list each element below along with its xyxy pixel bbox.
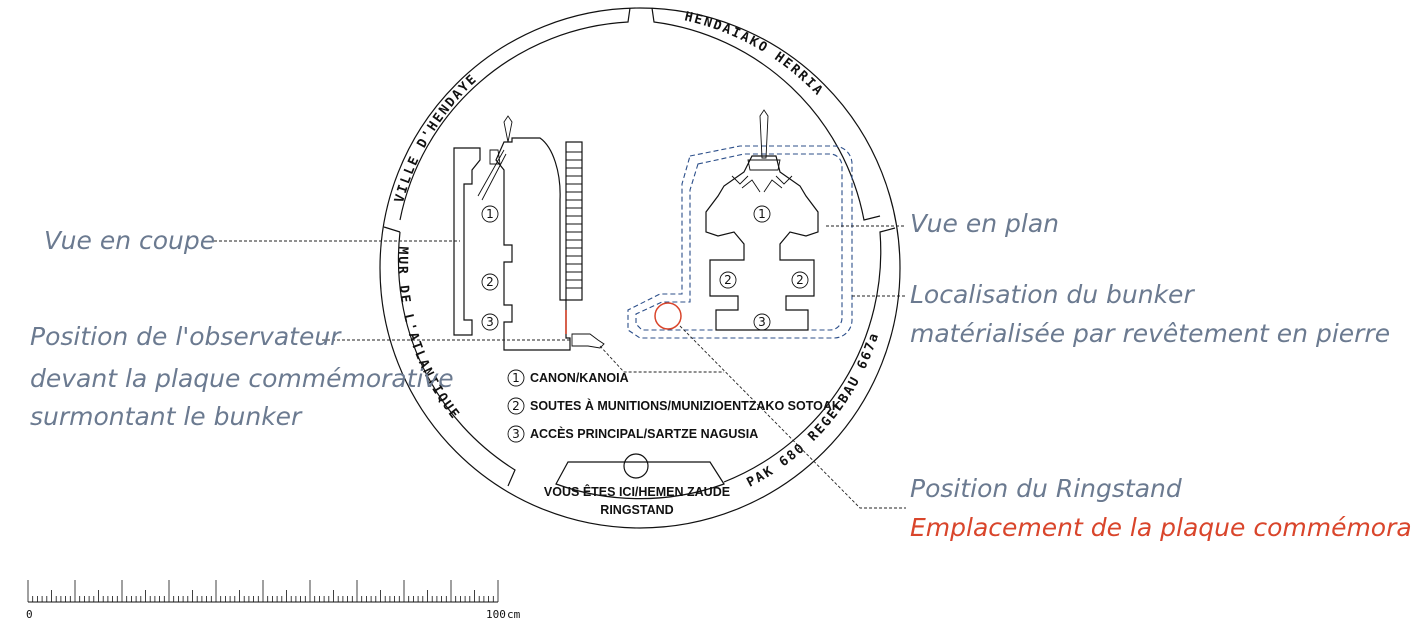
svg-text:2: 2 bbox=[512, 399, 520, 413]
svg-text:2: 2 bbox=[724, 273, 732, 287]
ring-band-top-right bbox=[651, 7, 881, 221]
legend-item-soutes: SOUTES À MUNITIONS/MUNIZIOENTZAKO SOTOAK bbox=[530, 398, 841, 413]
label-observateur-1: Position de l'observateur bbox=[30, 322, 342, 351]
here-line2: RINGSTAND bbox=[600, 503, 673, 517]
svg-text:1: 1 bbox=[486, 207, 494, 221]
ringstand-red-circle bbox=[654, 302, 682, 330]
scale-start: 0 bbox=[26, 608, 33, 621]
ring-text-top-right: HENDAIAKO HERRIA bbox=[683, 9, 826, 99]
label-emplacement: Emplacement de la plaque commémorative bbox=[910, 513, 1412, 542]
section-numbers: 1 2 3 bbox=[481, 205, 499, 331]
svg-text:3: 3 bbox=[512, 427, 520, 441]
here-line1: VOUS ÊTES ICI/HEMEN ZAUDE bbox=[544, 484, 730, 499]
plaque-outer-circle bbox=[379, 7, 901, 529]
svg-text:1: 1 bbox=[512, 371, 520, 385]
ring-band-right bbox=[723, 227, 896, 483]
ring-text-left: MUR DE L'ATLANTIQUE bbox=[395, 246, 463, 423]
ringstand-marker bbox=[623, 453, 649, 479]
svg-text:3: 3 bbox=[486, 315, 494, 329]
svg-text:2: 2 bbox=[796, 273, 804, 287]
section-view bbox=[453, 115, 605, 351]
svg-text:3: 3 bbox=[758, 315, 766, 329]
label-vue-coupe: Vue en coupe bbox=[44, 226, 215, 255]
label-ringstand: Position du Ringstand bbox=[910, 474, 1182, 503]
label-observateur-2: devant la plaque commémorative bbox=[30, 364, 454, 393]
leader-lines bbox=[214, 225, 906, 509]
label-localisation-1: Localisation du bunker bbox=[910, 280, 1195, 309]
label-observateur-3: surmontant le bunker bbox=[30, 402, 303, 431]
svg-text:2: 2 bbox=[486, 275, 494, 289]
plan-view bbox=[627, 109, 853, 339]
legend-item-canon: CANON/KANOIA bbox=[530, 371, 629, 385]
legend-item-acces: ACCÈS PRINCIPAL/SARTZE NAGUSIA bbox=[530, 426, 758, 441]
svg-text:1: 1 bbox=[758, 207, 766, 221]
label-localisation-2: matérialisée par revêtement en pierre bbox=[910, 319, 1390, 348]
plan-numbers: 1 2 2 3 bbox=[719, 205, 809, 331]
ring-sep-left bbox=[383, 226, 401, 233]
legend: 1 CANON/KANOIA 2 SOUTES À MUNITIONS/MUNI… bbox=[507, 369, 841, 443]
ring-band-top-left bbox=[399, 7, 631, 221]
you-are-here-panel bbox=[555, 461, 725, 500]
scale-unit: cm bbox=[507, 608, 521, 621]
label-vue-plan: Vue en plan bbox=[910, 209, 1059, 238]
scale-bar bbox=[27, 580, 499, 603]
scale-end: 100 bbox=[486, 608, 506, 621]
ring-band-left bbox=[397, 231, 516, 487]
